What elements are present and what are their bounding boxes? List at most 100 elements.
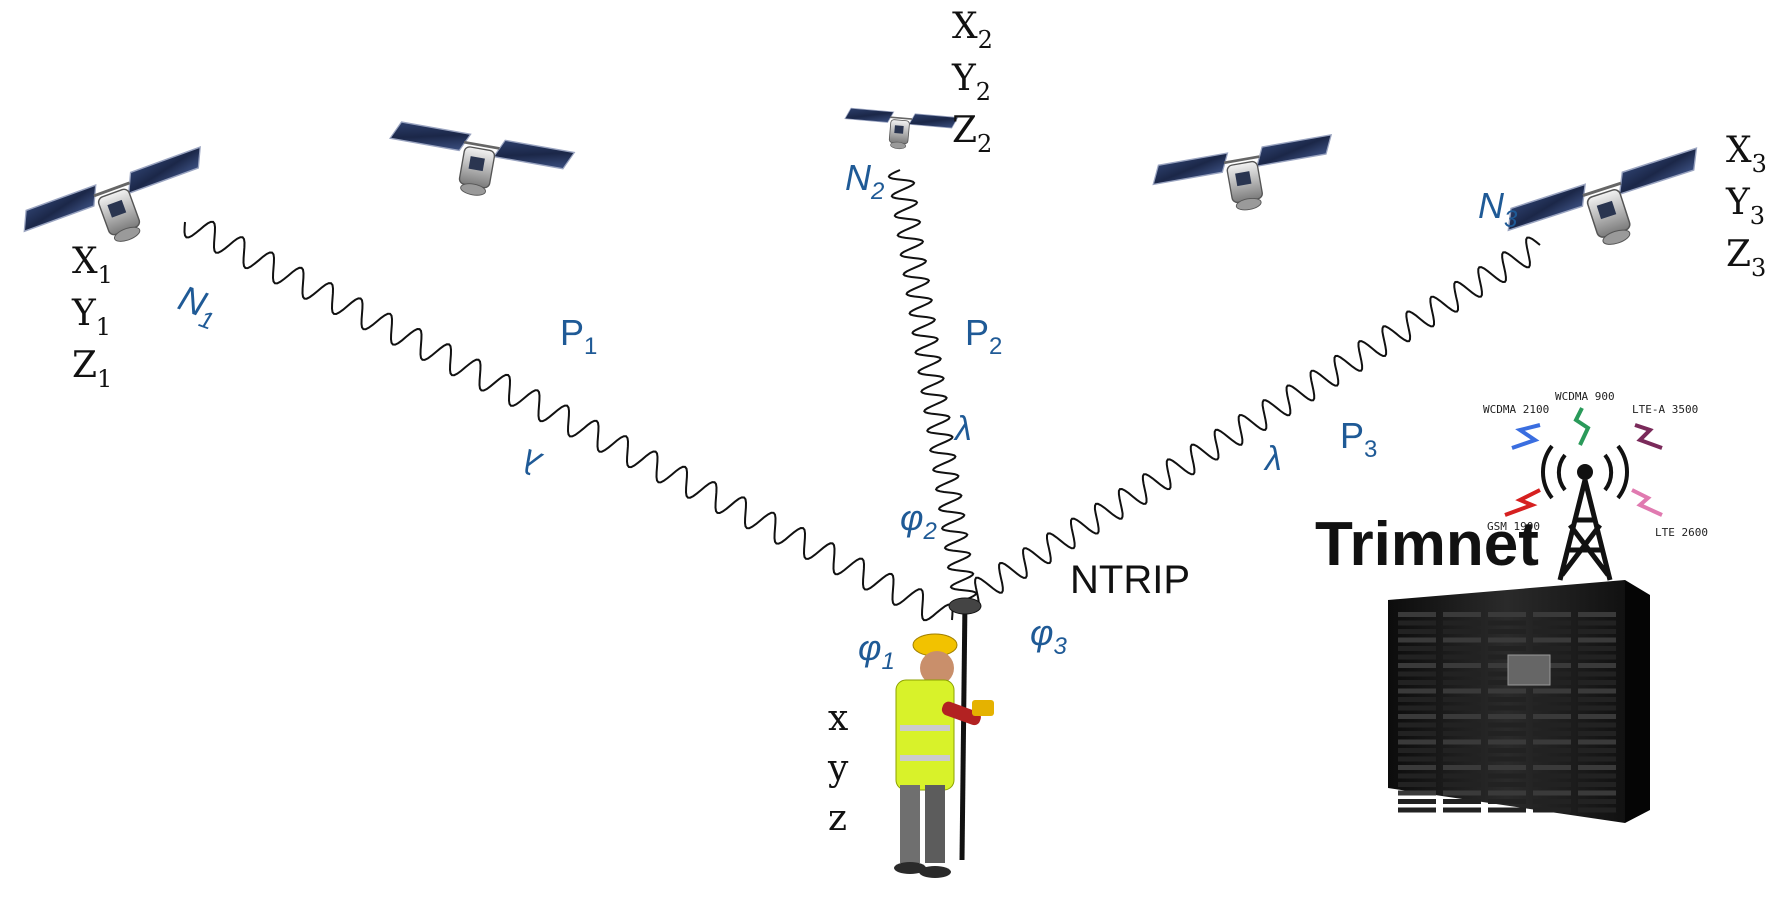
rack-unit [1488, 688, 1526, 694]
rack-unit [1398, 731, 1436, 736]
rack-unit [1533, 714, 1571, 719]
range-p1-label: P1 [560, 312, 597, 360]
rack-unit [1443, 671, 1481, 677]
rack-unit [1578, 705, 1616, 711]
ambiguity-n3-label: N3 [1478, 185, 1518, 233]
rack-unit [1488, 799, 1526, 804]
rack-unit [1398, 739, 1436, 745]
rack-unit [1443, 756, 1481, 762]
band-wcdma-2100: WCDMA 2100 [1483, 403, 1549, 416]
sat1-x-label: X1 [72, 241, 113, 289]
receiver-y-label: y [827, 748, 849, 789]
rack-unit [1398, 637, 1436, 643]
signal-wave-1 [183, 220, 954, 622]
rack-unit [1488, 756, 1526, 762]
rack-unit [1578, 654, 1616, 660]
phase-phi1-label: φ1 [858, 627, 895, 675]
rack-unit [1533, 654, 1571, 660]
rack-unit [1488, 654, 1526, 660]
rack-unit [1578, 748, 1616, 753]
rack-unit [1398, 688, 1436, 694]
rack-unit [1488, 705, 1526, 711]
rack-unit [1398, 799, 1436, 804]
rack-unit [1488, 790, 1526, 796]
ambiguity-n1-label: N1 [171, 277, 224, 336]
rack-unit [1398, 671, 1436, 677]
rack-unit [1578, 663, 1616, 668]
rack-unit [1578, 765, 1616, 770]
rack-unit [1443, 620, 1481, 626]
receiver-z-label: z [828, 798, 847, 839]
sat2-coords: X2 Y2 Z2 [951, 6, 993, 158]
rack-unit [1533, 790, 1571, 796]
rack-unit [1578, 637, 1616, 643]
rack-unit [1398, 663, 1436, 668]
rack-unit [1578, 620, 1616, 626]
band-lte-2600: LTE 2600 [1655, 526, 1708, 539]
rack-unit [1443, 637, 1481, 643]
sat1-coords: X1 Y1 Z1 [71, 241, 113, 393]
rack-unit [1578, 697, 1616, 702]
rack-unit [1488, 646, 1526, 651]
rack-unit [1443, 731, 1481, 736]
ntrip-label: NTRIP [1070, 558, 1190, 602]
rack-unit [1443, 722, 1481, 728]
rack-unit [1488, 782, 1526, 787]
sat3-x-label: X3 [1726, 130, 1767, 178]
rack-unit [1533, 637, 1571, 643]
rack-unit [1398, 697, 1436, 702]
rack-unit [1443, 790, 1481, 796]
wavelength-2-label: λ [953, 410, 972, 448]
rack-unit [1398, 714, 1436, 719]
rack-unit [1488, 807, 1526, 813]
rack-unit [1443, 705, 1481, 711]
rack-unit [1398, 773, 1436, 779]
rack-unit [1533, 748, 1571, 753]
rack-unit [1398, 654, 1436, 660]
rack-unit [1488, 739, 1526, 745]
signal-wave-3 [964, 236, 1541, 609]
rack-unit [1578, 756, 1616, 762]
sat3-coords: X3 Y3 Z3 [1725, 130, 1767, 282]
rack-unit [1443, 748, 1481, 753]
rack-unit [1398, 629, 1436, 634]
rack-unit [1578, 739, 1616, 745]
rack-unit [1398, 807, 1436, 813]
sat1-y-label: Y1 [71, 293, 111, 341]
rack-unit [1578, 629, 1616, 634]
rack-unit [1398, 782, 1436, 787]
rack-unit [1533, 799, 1571, 804]
rack-unit [1398, 680, 1436, 685]
rack-unit [1533, 782, 1571, 787]
rack-unit [1578, 790, 1616, 796]
rack-unit [1488, 697, 1526, 702]
sat2-z-label: Z2 [952, 110, 992, 158]
band-lte-a-3500: LTE-A 3500 [1632, 403, 1698, 416]
rack-unit [1533, 663, 1571, 668]
rack-unit [1578, 612, 1616, 617]
rack-unit [1578, 671, 1616, 677]
sat3-y-label: Y3 [1725, 182, 1765, 230]
rack-unit [1443, 782, 1481, 787]
signal-paths [183, 169, 1541, 622]
rack-unit [1533, 671, 1571, 677]
rack-unit [1533, 697, 1571, 702]
rack-unit [1533, 731, 1571, 736]
range-p3-label: P3 [1340, 415, 1377, 463]
satellite-2 [841, 106, 959, 155]
range-p2-label: P2 [965, 312, 1002, 360]
signal-wave-2 [887, 169, 978, 601]
rack-unit [1533, 612, 1571, 617]
rack-unit [1443, 697, 1481, 702]
rack-unit [1578, 731, 1616, 736]
rack-unit [1443, 714, 1481, 719]
rack-unit [1443, 612, 1481, 617]
receiver-coords: x y z [827, 698, 849, 839]
rack-unit [1443, 739, 1481, 745]
rack-unit [1488, 765, 1526, 770]
phase-phi3-label: φ3 [1030, 612, 1067, 660]
rack-unit [1578, 714, 1616, 719]
rack-unit [1578, 646, 1616, 651]
wavelength-1-label: λ [517, 441, 548, 483]
rack-unit [1488, 722, 1526, 728]
